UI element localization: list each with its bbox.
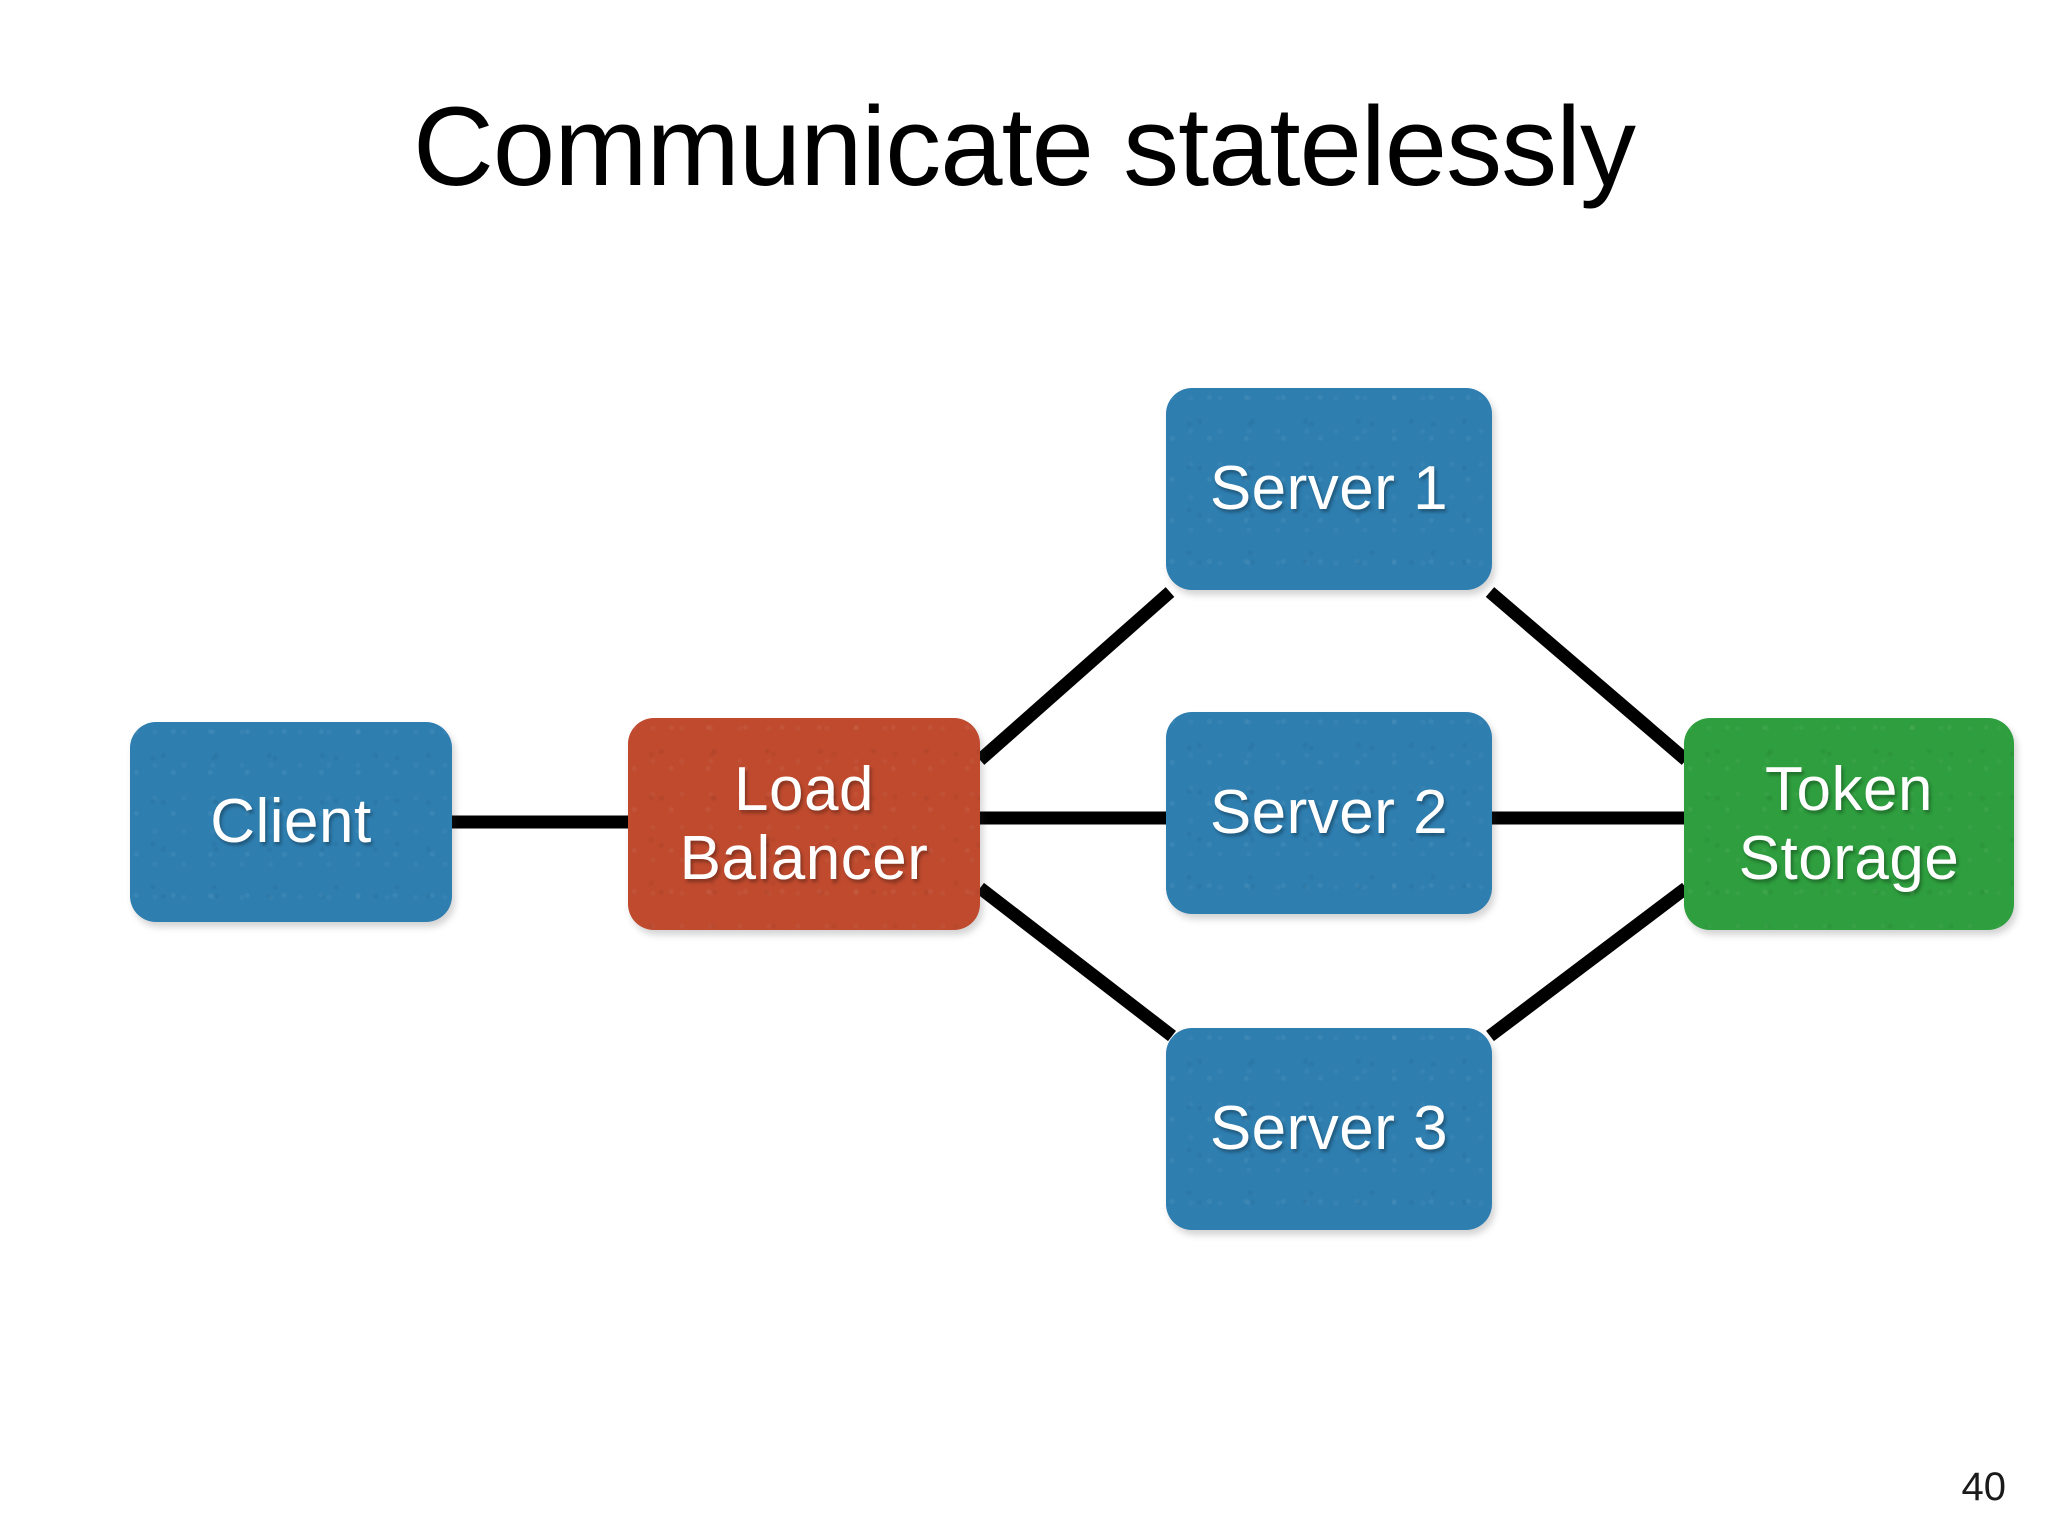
node-server-3[interactable]: Server 3 <box>1166 1028 1492 1230</box>
page-title: Communicate statelessly <box>413 84 1636 209</box>
node-server-2-label: Server 2 <box>1209 778 1449 848</box>
page-number: 40 <box>1961 1465 2007 1509</box>
edge-server-1-to-token-storage <box>1485 587 1691 765</box>
node-token-storage-label: Token Storage <box>1738 754 1960 893</box>
node-client[interactable]: Client <box>130 722 452 922</box>
node-server-3-label: Server 3 <box>1209 1094 1449 1164</box>
edge-load-balancer-to-server-3 <box>976 882 1176 1042</box>
node-load-balancer-label: Load Balancer <box>679 754 929 893</box>
node-token-storage[interactable]: Token Storage <box>1684 718 2014 930</box>
node-server-1-label: Server 1 <box>1209 454 1449 524</box>
edge-server-3-to-token-storage <box>1486 882 1690 1042</box>
node-client-label: Client <box>210 787 372 857</box>
node-load-balancer[interactable]: Load Balancer <box>628 718 980 930</box>
edge-load-balancer-to-server-1 <box>975 587 1175 765</box>
node-server-2[interactable]: Server 2 <box>1166 712 1492 914</box>
node-server-1[interactable]: Server 1 <box>1166 388 1492 590</box>
